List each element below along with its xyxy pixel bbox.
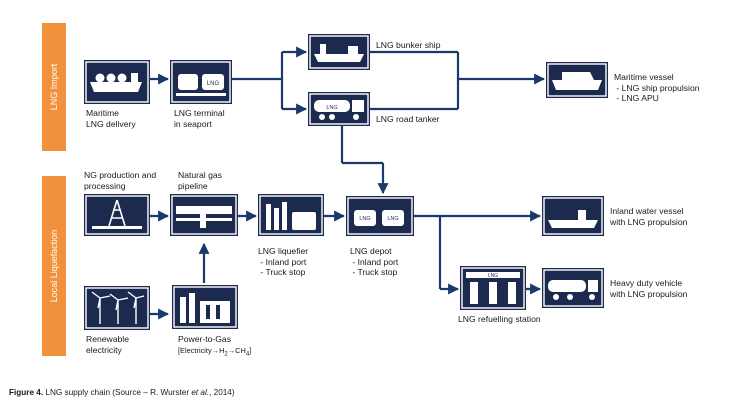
liquefier-icon [258, 194, 324, 236]
inland-vessel-icon [542, 196, 604, 236]
bunker-ship-icon [308, 34, 370, 70]
terminal-icon: LNG [170, 60, 232, 104]
figure-caption: Figure 4. LNG supply chain (Source – R. … [9, 388, 235, 397]
label-heavy-duty: Heavy duty vehicle with LNG propulsion [610, 278, 688, 299]
road-tanker-icon: LNG [308, 92, 370, 126]
section-bar-local-liquefaction: Local Liquefaction [42, 176, 66, 356]
label-depot: LNG depot - Inland port - Truck stop [350, 246, 399, 278]
label-road-tanker: LNG road tanker [376, 114, 440, 124]
refuelling-lng-text: LNG [488, 273, 498, 279]
label-liquefier: LNG liquefier - Inland port - Truck stop [258, 246, 309, 278]
caption-text: LNG supply chain (Source – R. Wurster [43, 388, 192, 397]
depot-lng-text-2: LNG [387, 216, 398, 222]
caption-label: Figure 4. [9, 388, 44, 397]
depot-icon: LNG LNG [346, 196, 414, 236]
label-terminal: LNG terminal in seaport [174, 108, 225, 129]
maritime-vessel-icon [546, 62, 608, 98]
label-refuelling: LNG refuelling station [458, 314, 541, 324]
depot-lng-text-1: LNG [359, 216, 370, 222]
gas-rig-icon [84, 194, 150, 236]
section-bar-lng-import: LNG Import [42, 23, 66, 151]
label-maritime-delivery: Maritime LNG delivery [86, 108, 136, 129]
ship-icon [84, 60, 150, 104]
wind-turbine-icon [84, 286, 150, 330]
heavy-truck-icon [542, 268, 604, 308]
label-pipeline: Natural gas pipeline [178, 170, 222, 191]
caption-tail: , 2014) [209, 388, 235, 397]
caption-etal: et al. [191, 388, 210, 397]
tanker-lng-text: LNG [326, 105, 337, 111]
terminal-lng-text: LNG [207, 81, 220, 87]
label-power-to-gas-formula: [Electricity→H2→CH4] [178, 346, 252, 358]
power-to-gas-icon [172, 285, 238, 329]
label-maritime-vessel: Maritime vessel - LNG ship propulsion - … [614, 72, 700, 104]
label-ng-production: NG production and processing [84, 170, 157, 191]
label-bunker-ship: LNG bunker ship [376, 40, 441, 50]
label-inland-vessel: Inland water vessel with LNG propulsion [610, 206, 688, 227]
label-renewable: Renewable electricity [86, 334, 129, 355]
refuelling-station-icon: LNG [460, 266, 526, 310]
label-power-to-gas: Power-to-Gas [178, 334, 232, 344]
pipeline-icon [170, 194, 238, 236]
